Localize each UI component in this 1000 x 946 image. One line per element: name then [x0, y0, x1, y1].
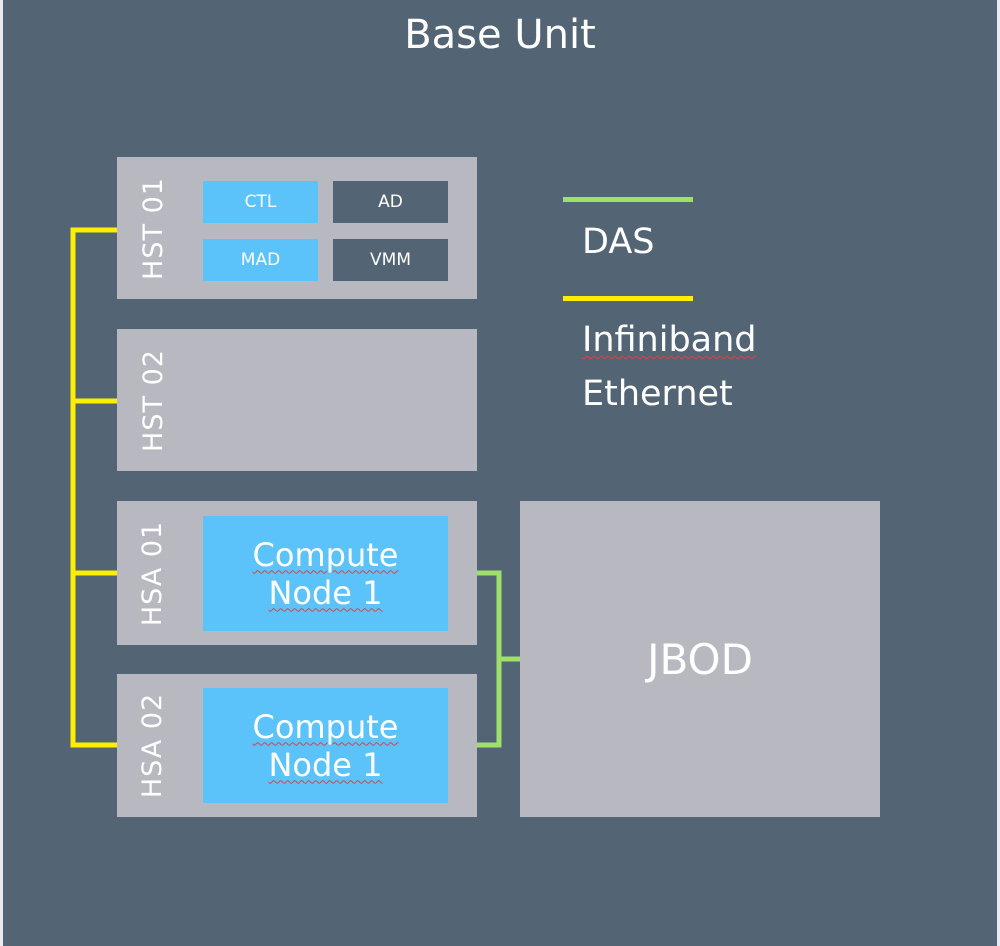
server-hst02: HST 02 — [117, 329, 477, 471]
compute-node-line2-text: Node 1 — [268, 573, 383, 612]
compute-node-line2-text: Node 1 — [268, 745, 383, 784]
compute-node-line2: Node 1 — [268, 574, 382, 612]
left-border — [0, 0, 3, 946]
legend-network-line — [563, 296, 693, 301]
compute-node-line2: Node 1 — [268, 746, 382, 784]
legend-das-label: DAS — [582, 222, 655, 262]
server-label-hsa01: HSA 01 — [137, 520, 169, 626]
compute-node-hsa02: Compute Node 1 — [203, 688, 448, 803]
jbod-storage: JBOD — [520, 501, 880, 817]
server-label-hsa02: HSA 02 — [137, 692, 169, 799]
compute-node-hsa01: Compute Node 1 — [203, 516, 448, 631]
das-links — [477, 570, 520, 748]
server-label-hst01: HST 01 — [137, 176, 169, 280]
infiniband-ethernet-links — [70, 227, 117, 748]
vm-mad: MAD — [203, 239, 318, 281]
legend-infiniband-text: Infiniband — [582, 320, 757, 360]
server-hsa01: HSA 01 Compute Node 1 — [117, 501, 477, 645]
vm-vmm: VMM — [333, 239, 448, 281]
legend-infiniband-label: Infiniband — [582, 320, 757, 360]
vm-ad: AD — [333, 181, 448, 223]
vm-ctl: CTL — [203, 181, 318, 223]
diagram-title: Base Unit — [404, 12, 596, 58]
legend-das-line — [563, 197, 693, 202]
server-hsa02: HSA 02 Compute Node 1 — [117, 674, 477, 817]
das-link-hsa — [477, 570, 502, 748]
legend-ethernet-label: Ethernet — [582, 374, 733, 414]
compute-node-line1: Compute — [252, 707, 399, 746]
network-link-hst01 — [70, 227, 117, 748]
right-border — [997, 0, 1000, 946]
compute-node-line1: Compute — [252, 535, 399, 574]
server-label-hst02: HST 02 — [137, 348, 169, 452]
server-hst01: HST 01 CTL AD MAD VMM — [117, 157, 477, 299]
